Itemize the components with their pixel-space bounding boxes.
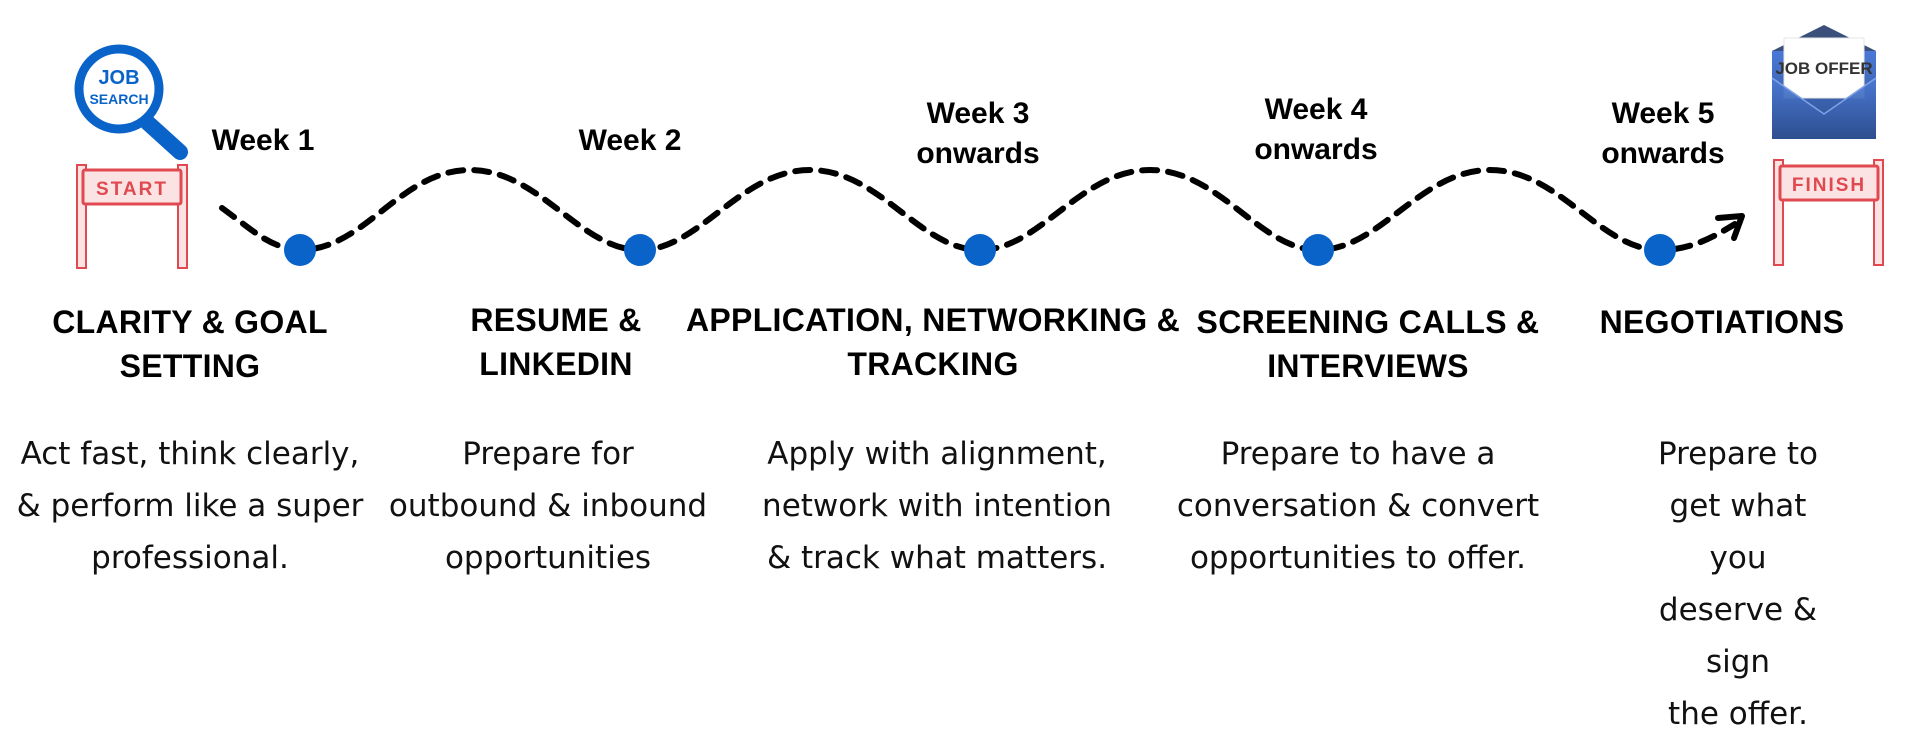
milestone-dot-week-3	[964, 234, 996, 266]
stage-title-application: APPLICATION, NETWORKING & TRACKING	[686, 302, 1180, 382]
week-label-1: Week 1	[211, 124, 315, 157]
week-label-2: Week 2	[578, 124, 682, 157]
stage-description-screening: Prepare to have a conversation & convert…	[1176, 436, 1540, 576]
job-offer-envelope-icon: JOB OFFER	[1771, 25, 1877, 139]
week-label-5: Week 5 onwards	[1601, 97, 1725, 170]
job-search-magnifier-icon: JOB SEARCH	[74, 44, 188, 160]
job-offer-letter-text: JOB OFFER	[1775, 59, 1872, 78]
milestone-dot-week-2	[624, 234, 656, 266]
start-gate-icon: START	[76, 164, 188, 269]
magnifier-text-search: SEARCH	[89, 91, 148, 107]
milestone-dot-week-1	[284, 234, 316, 266]
week-label-4: Week 4 onwards	[1254, 93, 1378, 166]
finish-gate-icon: FINISH	[1773, 159, 1884, 266]
job-search-roadmap: JOB SEARCH START JOB OFFER FINISH Wee	[16, 25, 1884, 732]
journey-arrow-head	[1715, 213, 1745, 241]
stage-description-negotiations: Prepare to get what you deserve & sign t…	[1657, 436, 1819, 732]
stage-description-resume: Prepare for outbound & inbound opportuni…	[388, 436, 708, 576]
roadmap-graphic: JOB SEARCH START JOB OFFER FINISH	[74, 25, 1884, 269]
magnifier-text-job: JOB	[98, 67, 139, 89]
stage-description-application: Apply with alignment, network with inten…	[762, 436, 1112, 576]
stage-title-clarity: CLARITY & GOAL SETTING	[52, 304, 328, 384]
milestone-dot-week-5	[1644, 234, 1676, 266]
finish-gate-label: FINISH	[1792, 175, 1866, 196]
milestone-dot-week-4	[1302, 234, 1334, 266]
start-gate-label: START	[96, 179, 168, 200]
stage-title-resume: RESUME & LINKEDIN	[470, 302, 642, 382]
stage-description-clarity: Act fast, think clearly, & perform like …	[16, 436, 364, 576]
stage-title-screening: SCREENING CALLS & INTERVIEWS	[1196, 304, 1540, 384]
week-label-3: Week 3 onwards	[916, 97, 1040, 170]
stage-title-negotiations: NEGOTIATIONS	[1599, 304, 1845, 340]
